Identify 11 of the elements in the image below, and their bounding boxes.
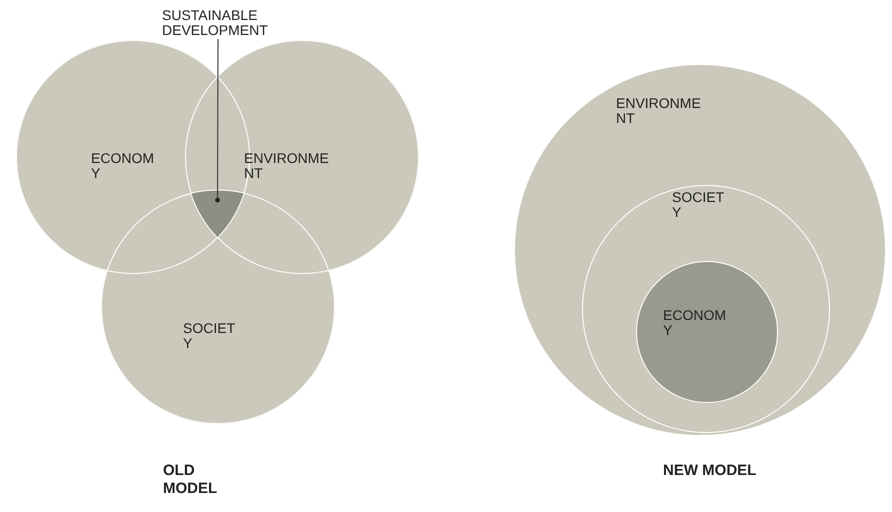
model-caption: NEW MODEL [663,462,758,480]
circle-label: ENVIRONMENT [244,151,330,181]
circle-label: SOCIETY [672,190,726,220]
circle-label: ENVIRONMENT [616,96,702,126]
leader-line [215,38,220,202]
overlap-region [190,190,245,238]
model-caption: OLD MODEL [163,462,218,498]
callout-text: SUSTAINABLE DEVELOPMENT [162,8,282,38]
circle-label: ECONOMY [91,151,155,181]
circle-label: SOCIETY [183,321,236,351]
circle-label: ECONOMY [663,308,727,338]
